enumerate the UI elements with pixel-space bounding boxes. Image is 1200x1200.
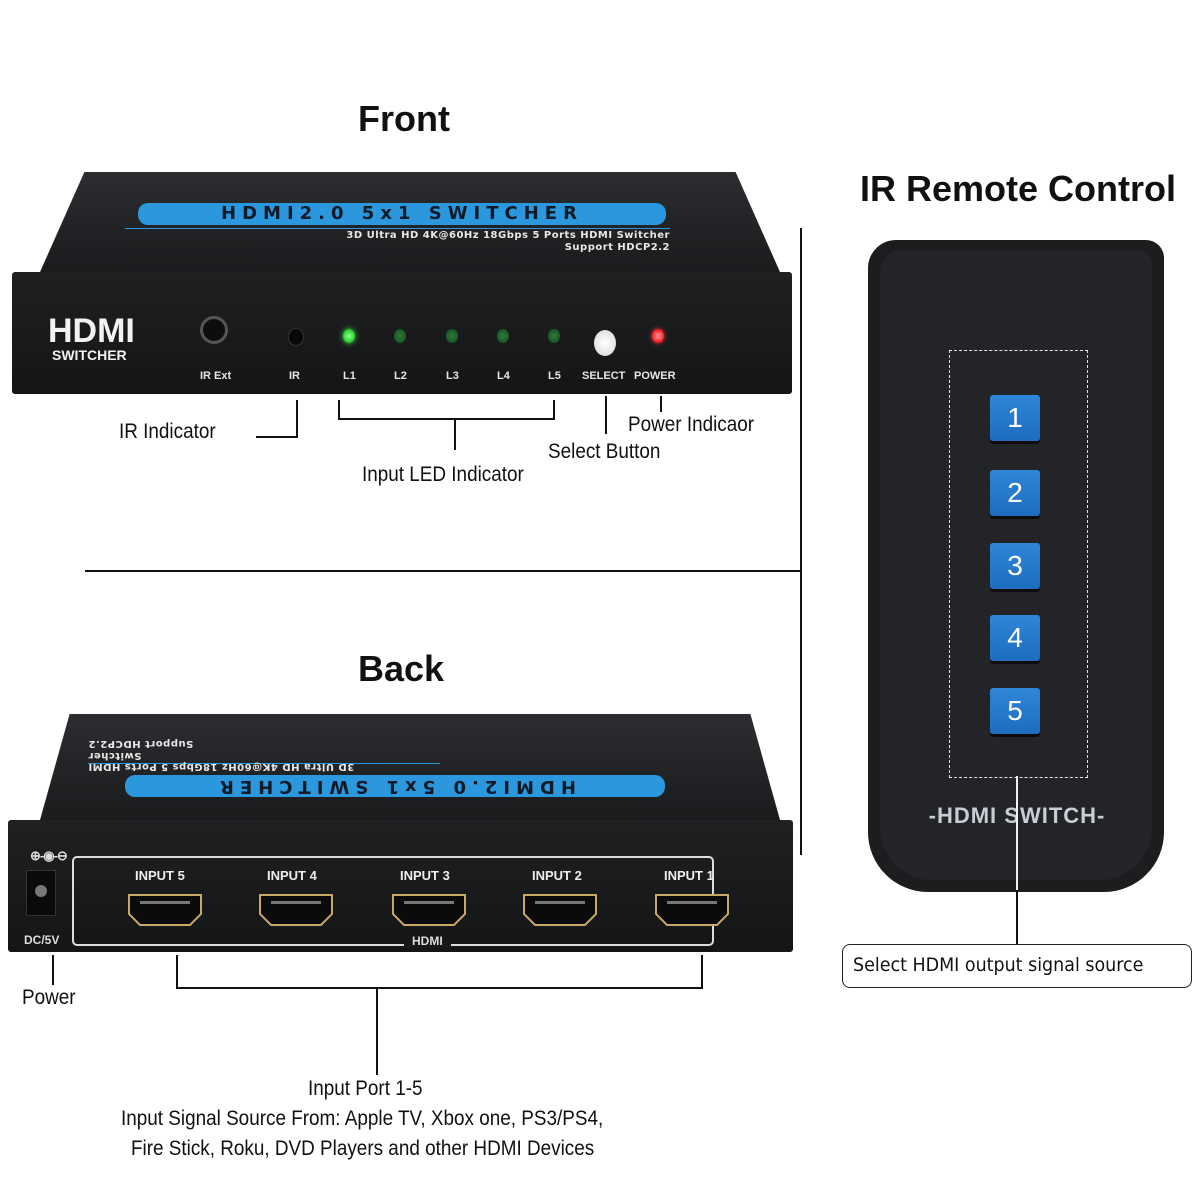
port-bracket-right <box>701 955 703 989</box>
front-subtitle-1: 3D Ultra HD 4K@60Hz 18Gbps 5 Ports HDMI … <box>346 230 670 241</box>
hdmi-port-5-icon[interactable] <box>126 892 204 928</box>
select-button[interactable] <box>594 330 616 356</box>
panel-label-l4: L4 <box>497 370 510 382</box>
ir-receiver-icon <box>288 328 304 346</box>
remote-callout-line-inner <box>1016 776 1018 944</box>
remote-callout-text: Select HDMI output signal source <box>853 954 1144 976</box>
led-l5 <box>548 329 560 343</box>
input-label-5: INPUT 5 <box>135 868 185 883</box>
remote-button-frame <box>949 350 1088 778</box>
hdmi-port-2-icon[interactable] <box>521 892 599 928</box>
panel-label-ir: IR <box>289 370 300 382</box>
front-logo-sub: SWITCHER <box>52 347 127 363</box>
panel-label-l5: L5 <box>548 370 561 382</box>
panel-label-power: POWER <box>634 370 676 382</box>
hdmi-port-4-icon[interactable] <box>257 892 335 928</box>
back-banner: HDMI2.0 5x1 SWITCHER <box>125 775 665 797</box>
power-callout-line <box>660 396 662 412</box>
remote-button-3[interactable]: 3 <box>990 543 1040 589</box>
vertical-divider <box>800 228 802 855</box>
port-bracket-bottom <box>176 987 703 989</box>
ir-callout-line-h <box>256 436 298 438</box>
panel-label-l2: L2 <box>394 370 407 382</box>
ir-indicator-label: IR Indicator <box>119 420 216 443</box>
input-led-label: Input LED Indicator <box>362 463 524 486</box>
source-line-2: Fire Stick, Roku, DVD Players and other … <box>131 1137 595 1160</box>
front-title: Front <box>358 98 450 139</box>
ir-ext-jack-icon <box>200 316 228 344</box>
led-bracket-right <box>553 400 555 420</box>
led-l2 <box>394 329 406 343</box>
power-indicator-label: Power Indicaor <box>628 413 755 436</box>
led-bracket-left <box>338 400 340 420</box>
hdmi-port-1-icon[interactable] <box>653 892 731 928</box>
remote-button-4[interactable]: 4 <box>990 615 1040 661</box>
port-bracket-left <box>176 955 178 989</box>
input-label-2: INPUT 2 <box>532 868 582 883</box>
port-bracket-stem <box>376 987 378 1075</box>
power-label: Power <box>22 986 76 1009</box>
remote-button-2[interactable]: 2 <box>990 470 1040 516</box>
front-logo-main: HDMI <box>48 312 135 350</box>
led-l4 <box>497 329 509 343</box>
led-l1 <box>343 329 355 343</box>
remote-callout-line <box>1016 890 1018 944</box>
led-bracket-stem <box>454 418 456 450</box>
panel-label-ir-ext: IR Ext <box>200 370 232 382</box>
remote-title: IR Remote Control <box>860 168 1177 209</box>
remote-button-5[interactable]: 5 <box>990 688 1040 734</box>
input-port-label: Input Port 1-5 <box>308 1077 423 1100</box>
remote-callout-box <box>842 944 1192 988</box>
front-banner-underline <box>125 228 670 229</box>
front-banner: HDMI2.0 5x1 SWITCHER <box>138 203 666 225</box>
dc-label: DC/5V <box>24 933 60 947</box>
polarity-symbol-icon: ⊕-◉-⊖ <box>30 848 68 863</box>
panel-label-l1: L1 <box>343 370 356 382</box>
select-button-label: Select Button <box>548 440 661 463</box>
power-led <box>652 329 664 343</box>
power-jack-callout-line <box>52 955 54 985</box>
input-label-1: INPUT 1 <box>664 868 714 883</box>
hdmi-group-label: HDMI <box>404 934 451 948</box>
panel-label-select: SELECT <box>582 370 626 382</box>
input-label-4: INPUT 4 <box>267 868 317 883</box>
back-banner-underline <box>88 763 440 764</box>
ir-callout-line <box>296 400 298 438</box>
panel-label-l3: L3 <box>446 370 459 382</box>
source-line-1: Input Signal Source From: Apple TV, Xbox… <box>121 1107 604 1130</box>
remote-button-1[interactable]: 1 <box>990 395 1040 441</box>
led-bracket-bottom <box>338 418 555 420</box>
led-l3 <box>446 329 458 343</box>
select-callout-line <box>605 396 607 434</box>
hdmi-port-3-icon[interactable] <box>390 892 468 928</box>
back-title: Back <box>358 648 445 689</box>
horizontal-divider <box>85 570 800 572</box>
back-device-face <box>8 820 793 952</box>
dc-jack-icon <box>26 870 56 916</box>
input-label-3: INPUT 3 <box>400 868 450 883</box>
back-subtitle-2: Support HDCP2.2 <box>88 738 194 749</box>
back-device-top <box>40 714 780 820</box>
front-subtitle-2: Support HDCP2.2 <box>564 242 670 253</box>
back-subtitle-1: 3D Ultra HD 4K@60Hz 18Gbps 5 Ports HDMI … <box>88 750 355 772</box>
